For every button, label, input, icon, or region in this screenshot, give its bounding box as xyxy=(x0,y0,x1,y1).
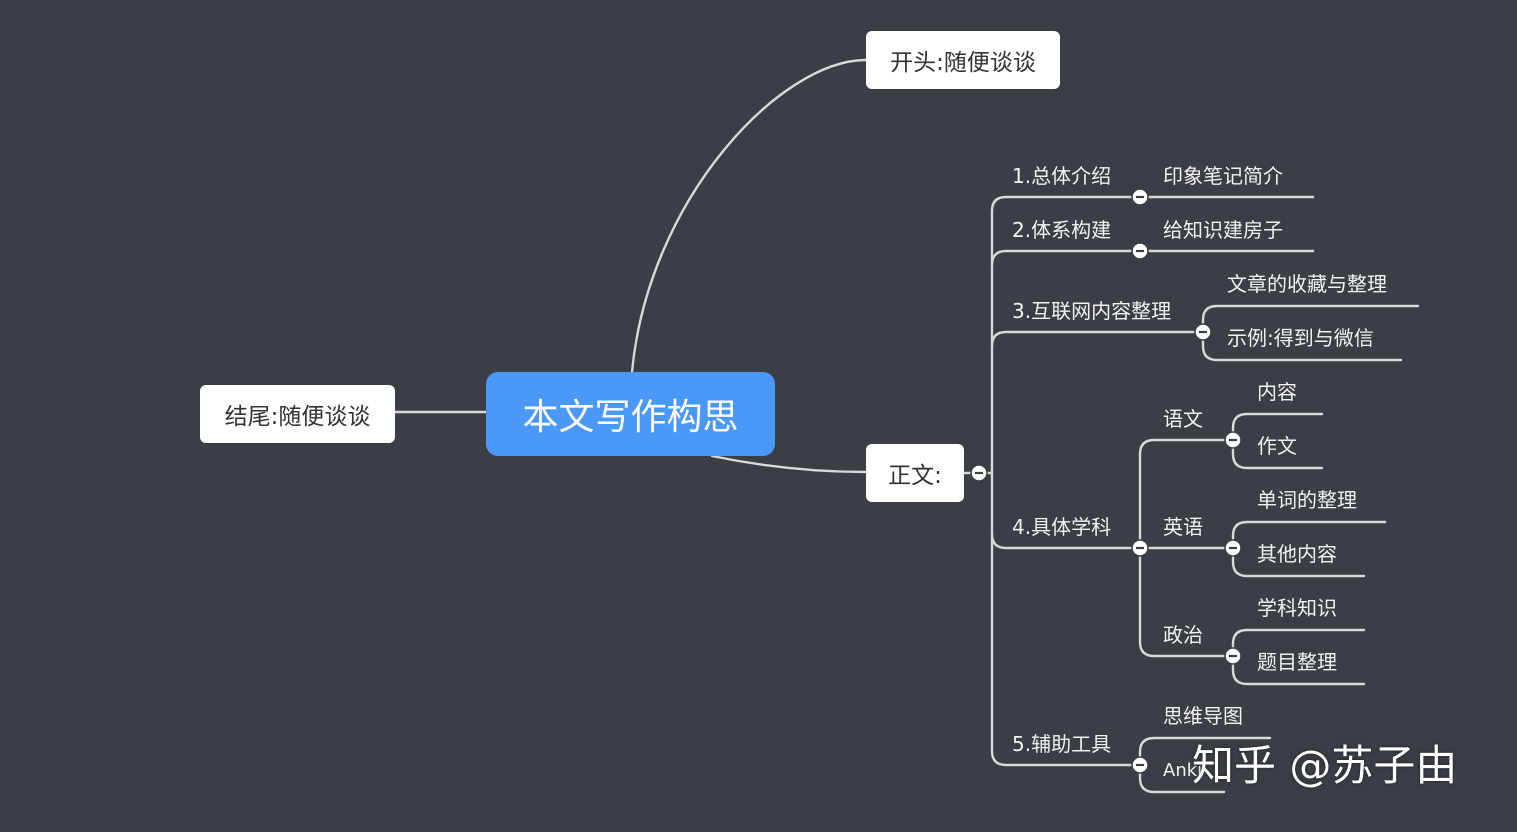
yingyu-child-1-label[interactable]: 单词的整理 xyxy=(1257,488,1357,512)
section-5-label[interactable]: 5.辅助工具 xyxy=(1012,732,1112,756)
subject-yingyu-label[interactable]: 英语 xyxy=(1163,515,1203,539)
collapse-yuwen-icon[interactable] xyxy=(1224,431,1242,449)
connector-root-body xyxy=(710,454,868,474)
connector-section-3 xyxy=(990,330,1205,348)
tools-child-2-label[interactable]: Anki xyxy=(1163,760,1203,781)
ending-node[interactable]: 结尾:随便谈谈 xyxy=(200,385,395,443)
collapse-section-1-icon[interactable] xyxy=(1131,188,1149,206)
subject-yuwen-label[interactable]: 语文 xyxy=(1163,407,1203,431)
section-4-label[interactable]: 4.具体学科 xyxy=(1012,515,1112,539)
connector-section-3-child-2 xyxy=(1201,330,1403,362)
collapse-section-3-icon[interactable] xyxy=(1194,323,1212,341)
connector-subject-zhengzhi xyxy=(1138,546,1235,658)
connector-subject-yuwen xyxy=(1138,438,1235,550)
subject-zhengzhi-label[interactable]: 政治 xyxy=(1163,623,1203,647)
zhengzhi-child-1-label[interactable]: 学科知识 xyxy=(1257,596,1337,620)
section-2-label[interactable]: 2.体系构建 xyxy=(1012,218,1112,242)
section-1-child-label[interactable]: 印象笔记简介 xyxy=(1163,164,1283,188)
zhihu-watermark: 知乎 @苏子由 xyxy=(1192,741,1458,790)
collapse-section-2-icon[interactable] xyxy=(1131,242,1149,260)
connector-spine-vertical xyxy=(990,209,1142,767)
section-1-label[interactable]: 1.总体介绍 xyxy=(1012,164,1112,188)
section-3-label[interactable]: 3.互联网内容整理 xyxy=(1012,299,1172,323)
yuwen-child-2-label[interactable]: 作文 xyxy=(1257,434,1297,458)
connector-section-4 xyxy=(990,532,1142,550)
opening-node[interactable]: 开头:随便谈谈 xyxy=(866,31,1060,89)
connector-body-spine xyxy=(990,195,1142,213)
yuwen-child-1-label[interactable]: 内容 xyxy=(1257,380,1297,404)
section-2-child-label[interactable]: 给知识建房子 xyxy=(1163,218,1283,242)
collapse-section-5-icon[interactable] xyxy=(1131,756,1149,774)
section-3-child-1-label[interactable]: 文章的收藏与整理 xyxy=(1227,272,1387,296)
collapse-yingyu-icon[interactable] xyxy=(1224,539,1242,557)
tools-child-1-label[interactable]: 思维导图 xyxy=(1163,704,1243,728)
collapse-section-4-icon[interactable] xyxy=(1131,539,1149,557)
collapse-buttons xyxy=(970,188,1242,774)
body-node[interactable]: 正文: xyxy=(866,444,964,502)
collapse-zhengzhi-icon[interactable] xyxy=(1224,647,1242,665)
connector-section-3-child-1 xyxy=(1201,304,1420,334)
connector-root-opening xyxy=(630,58,868,374)
connector-section-2 xyxy=(990,249,1142,267)
yingyu-child-2-label[interactable]: 其他内容 xyxy=(1257,542,1337,566)
zhengzhi-child-2-label[interactable]: 题目整理 xyxy=(1257,650,1337,674)
collapse-body-icon[interactable] xyxy=(970,464,988,482)
root-node[interactable]: 本文写作构思 xyxy=(486,372,775,456)
section-3-child-2-label[interactable]: 示例:得到与微信 xyxy=(1227,326,1374,350)
